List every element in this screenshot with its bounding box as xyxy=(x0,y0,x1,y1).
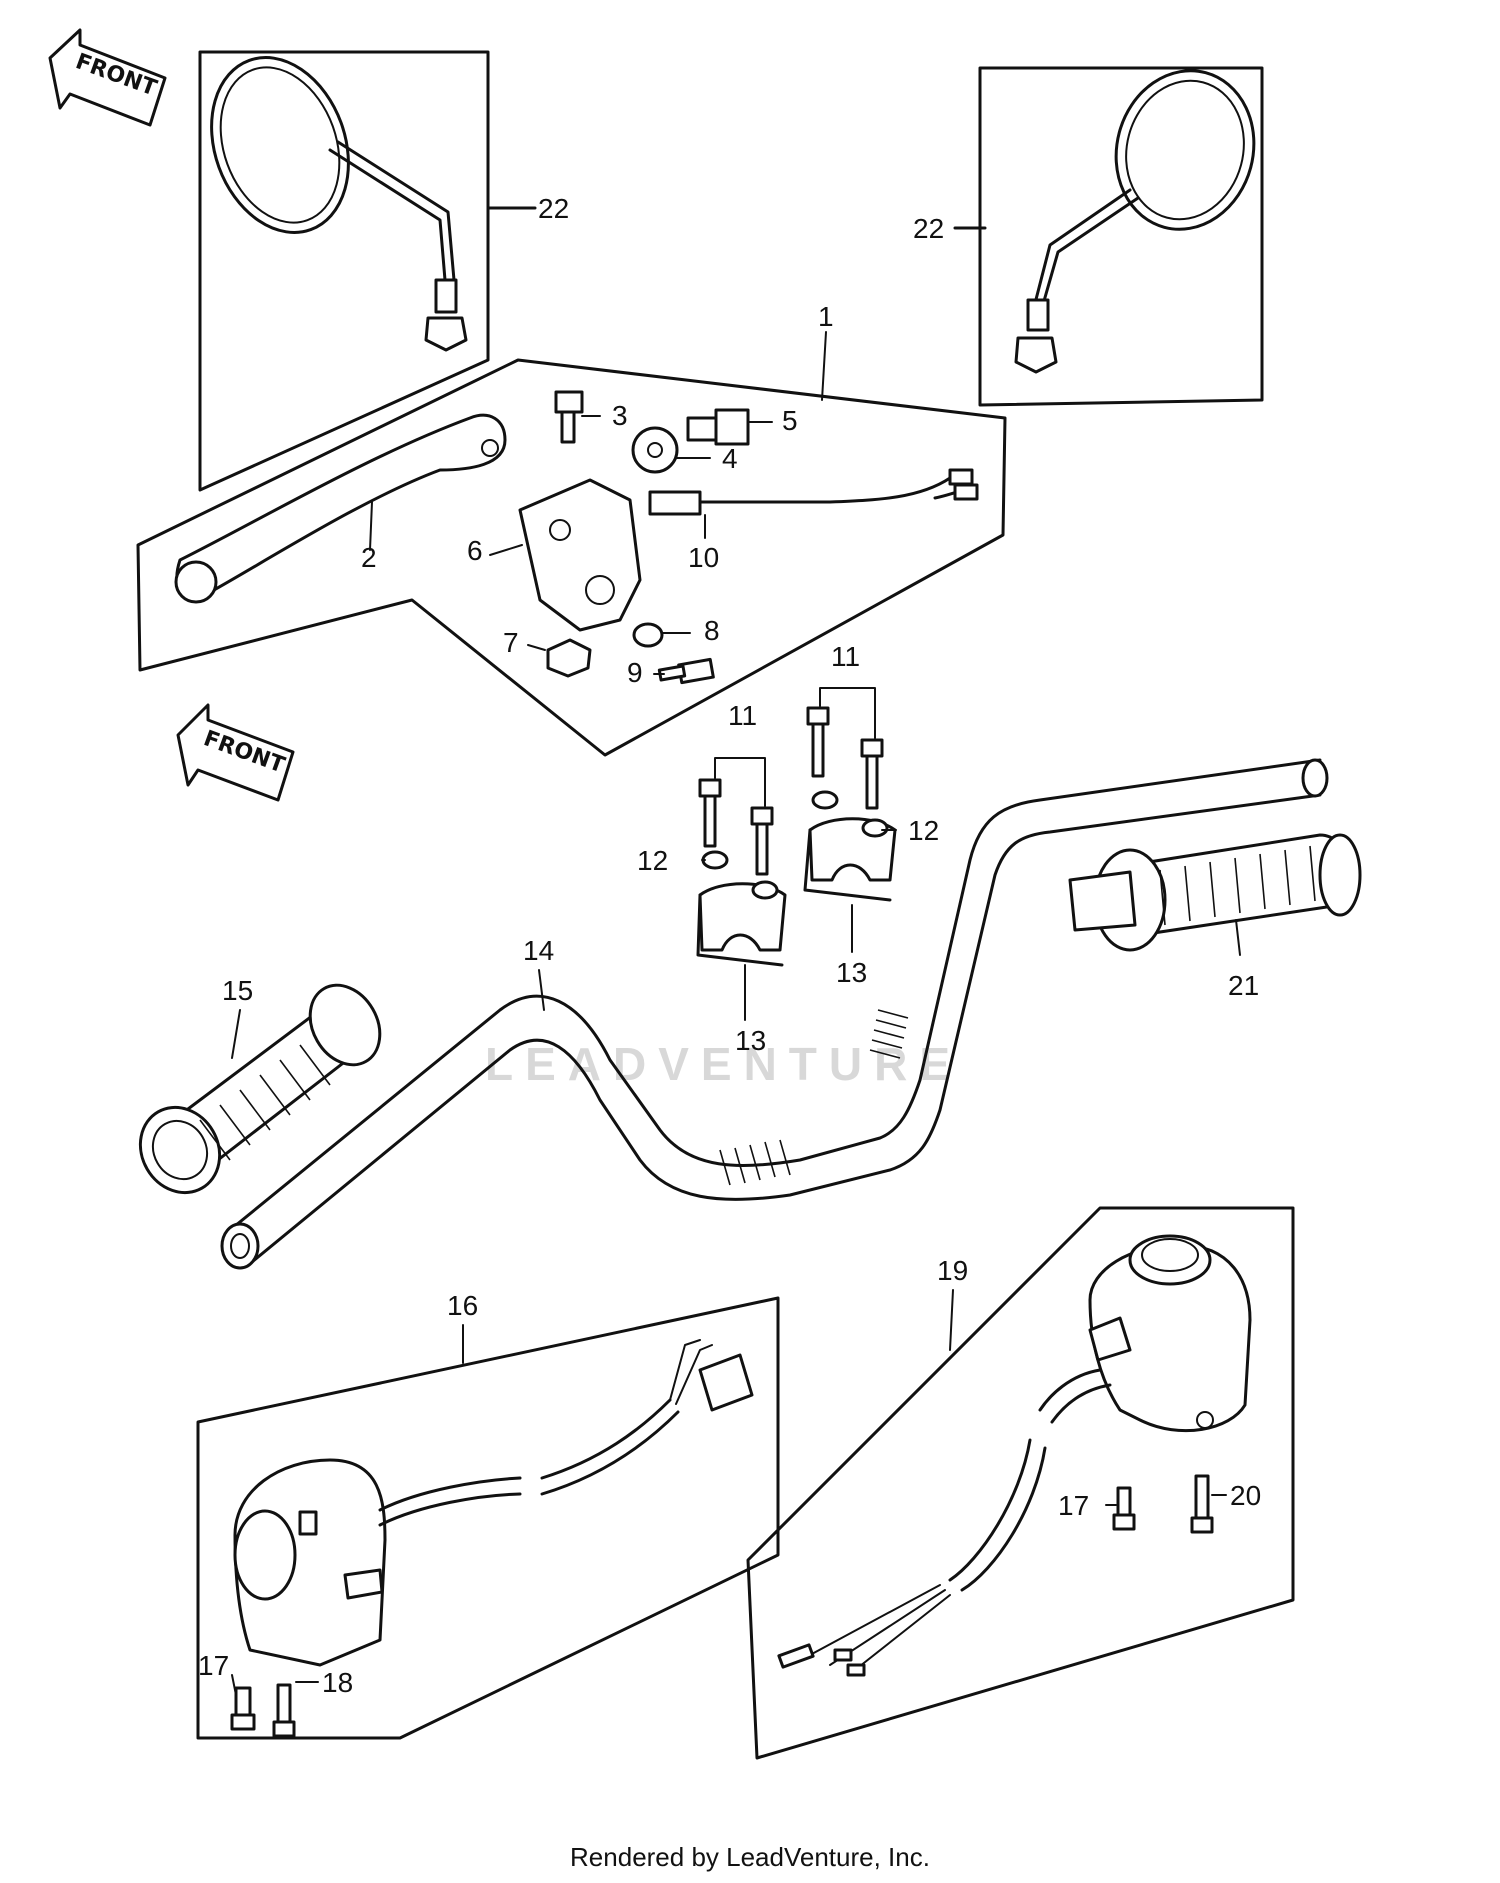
front-arrow-middle: FRONT xyxy=(176,703,295,802)
callout-label: 3 xyxy=(612,400,628,431)
callout-label: 1 xyxy=(818,301,834,332)
callout-label: 14 xyxy=(523,935,554,966)
mirror-left-group xyxy=(198,50,537,492)
callout-label: 17 xyxy=(198,1650,229,1681)
callout-label: 11 xyxy=(831,641,860,672)
callout-label: 5 xyxy=(782,405,798,436)
callout-label: 9 xyxy=(627,657,643,688)
callout-label: 7 xyxy=(503,627,519,658)
callout-label: 21 xyxy=(1228,970,1259,1001)
grip-left-group xyxy=(138,983,382,1195)
callout-label: 13 xyxy=(735,1025,766,1056)
grip-right-group xyxy=(1068,833,1362,952)
holder-group xyxy=(696,687,897,967)
callout-label: 4 xyxy=(722,443,738,474)
callout-label: 17 xyxy=(1058,1490,1089,1521)
callout-label: 15 xyxy=(222,975,253,1006)
callout-label: 19 xyxy=(937,1255,968,1286)
callout-label: 20 xyxy=(1230,1480,1261,1511)
lever-assembly-group xyxy=(136,358,1007,757)
right-switch-group xyxy=(746,1206,1295,1760)
watermark: LEADVENTURE xyxy=(485,1038,962,1090)
footer-credit: Rendered by LeadVenture, Inc. xyxy=(570,1842,930,1872)
callout-label: 16 xyxy=(447,1290,478,1321)
callout-label: 12 xyxy=(637,845,668,876)
left-switch-group xyxy=(196,1296,780,1740)
handlebar-group xyxy=(220,758,1329,1270)
callout-label: 6 xyxy=(467,535,483,566)
callout-label: 22 xyxy=(538,193,569,224)
callout-label: 22 xyxy=(913,213,944,244)
callout-labels: 1 2 3 4 5 6 7 8 9 10 11 11 12 12 13 13 1… xyxy=(198,193,1261,1698)
callout-label: 2 xyxy=(361,542,377,573)
mirror-right-group xyxy=(953,66,1264,407)
callout-label: 8 xyxy=(704,615,720,646)
callout-label: 11 xyxy=(728,700,757,731)
leader-lines xyxy=(231,331,1241,1696)
callout-label: 10 xyxy=(688,542,719,573)
front-arrow-top: FRONT xyxy=(48,28,167,127)
callout-label: 12 xyxy=(908,815,939,846)
callout-label: 18 xyxy=(322,1667,353,1698)
callout-label: 13 xyxy=(836,957,867,988)
